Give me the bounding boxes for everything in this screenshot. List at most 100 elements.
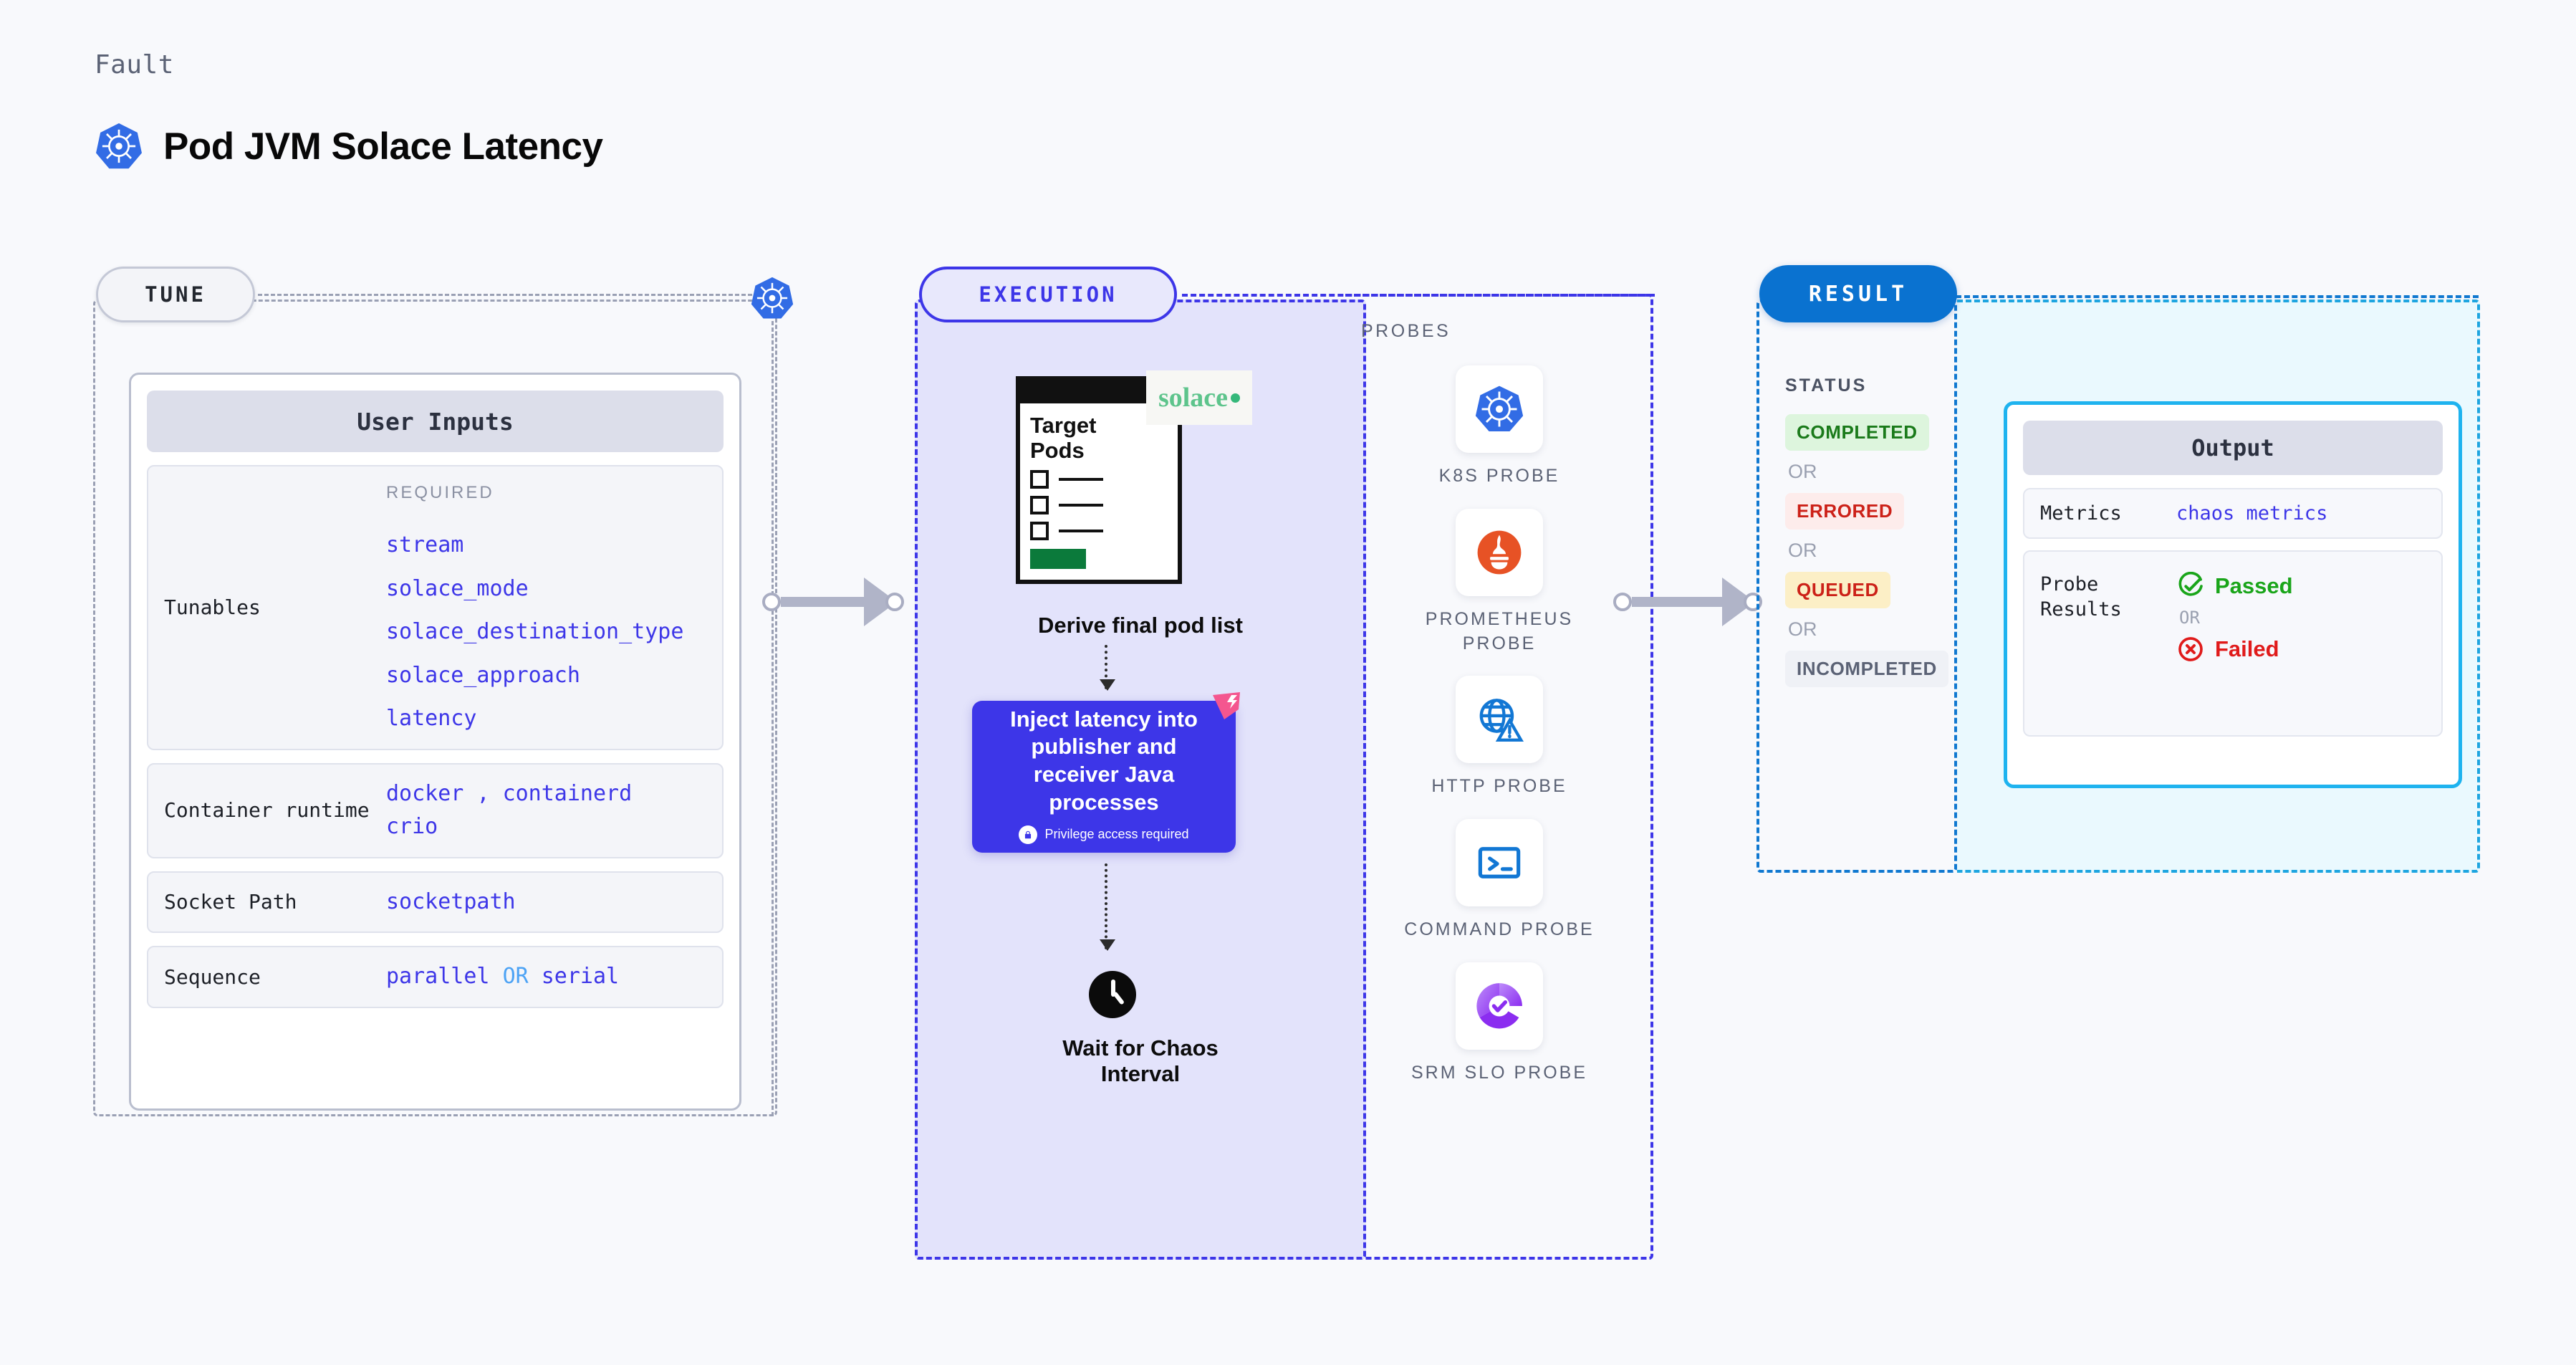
probe-item-prometheus[interactable]: PROMETHEUS PROBE [1392, 508, 1607, 656]
wait-chaos-caption: Wait for Chaos Interval [915, 1035, 1366, 1087]
probes-title: PROBES [1361, 321, 1451, 341]
list-item [1030, 470, 1178, 489]
tune-panel [93, 300, 777, 1116]
flow-arrow-icon [1100, 645, 1115, 691]
failed-label: Failed [2215, 636, 2279, 662]
status-or: OR [1788, 618, 1817, 640]
status-badge: COMPLETED [1785, 414, 1929, 451]
inject-latency-step: Inject latency into publisher and receiv… [972, 692, 1240, 853]
row-label: Container runtime [164, 798, 370, 823]
table-row: Socket Path socketpath [147, 871, 724, 934]
page-title: Pod JVM Solace Latency [163, 125, 603, 168]
execution-pill-label: EXECUTION [919, 267, 1177, 322]
status-title: STATUS [1785, 375, 1868, 396]
probe-label: K8S PROBE [1438, 466, 1560, 486]
kubernetes-icon [95, 122, 143, 171]
inject-latency-text: Inject latency into publisher and receiv… [1010, 706, 1198, 815]
row-label: Socket Path [164, 890, 297, 914]
sequence-serial[interactable]: serial [541, 964, 620, 990]
privilege-note: Privilege access required [1019, 825, 1189, 844]
target-pods-illustration: Target Pods solace [1016, 370, 1259, 613]
line-placeholder [1059, 504, 1103, 507]
tune-connector-vertical [772, 321, 774, 1116]
privilege-text: Privilege access required [1044, 827, 1189, 841]
probe-label: SRM SLO PROBE [1411, 1062, 1587, 1083]
pods-title-line1: Target [1030, 413, 1097, 438]
status-badge: INCOMPLETED [1785, 651, 1948, 687]
page-kicker: Fault [95, 50, 174, 80]
highlight-bar [1030, 549, 1086, 570]
probe-item-command[interactable]: COMMAND PROBE [1392, 819, 1607, 942]
runtime-crio[interactable]: crio [386, 814, 438, 840]
passed-label: Passed [2215, 573, 2293, 599]
runtime-docker[interactable]: docker [386, 780, 464, 806]
tune-pill-label: TUNE [96, 267, 255, 322]
ribbon-icon [1213, 692, 1240, 719]
tunable-stream[interactable]: stream [386, 532, 464, 558]
metrics-value[interactable]: chaos metrics [2176, 502, 2328, 525]
solace-logo: solace [1146, 370, 1252, 425]
http-globe-warning-icon [1456, 676, 1543, 764]
probe-label: PROMETHEUS PROBE [1425, 608, 1574, 653]
row-label: Sequence [164, 964, 261, 989]
user-inputs-card: User Inputs Tunables REQUIRED stream sol… [129, 373, 741, 1111]
result-connector-line [1956, 295, 2479, 298]
status-list: COMPLETED OR ERRORED OR QUEUED OR INCOMP… [1785, 414, 1957, 687]
runtime-containerd[interactable]: containerd [502, 780, 633, 806]
probe-item-srm-slo[interactable]: SRM SLO PROBE [1392, 962, 1607, 1086]
tunable-solace-approach[interactable]: solace_approach [386, 662, 580, 688]
connector-bar [1632, 597, 1724, 607]
status-badge: ERRORED [1785, 493, 1905, 530]
socket-path-value[interactable]: socketpath [386, 889, 516, 914]
check-circle-icon [2178, 572, 2203, 596]
status-badge: QUEUED [1785, 572, 1890, 608]
checkbox-icon [1030, 496, 1049, 515]
row-values: REQUIRED stream solace_mode solace_desti… [386, 479, 683, 736]
tunable-solace-mode[interactable]: solace_mode [386, 575, 529, 601]
user-inputs-rows: Tunables REQUIRED stream solace_mode sol… [147, 465, 724, 1008]
required-label: REQUIRED [386, 483, 494, 502]
row-values: socketpath [386, 886, 516, 919]
output-card-title: Output [2023, 421, 2443, 475]
value-separator: , [476, 780, 490, 806]
sequence-parallel[interactable]: parallel [386, 964, 490, 990]
tunable-latency[interactable]: latency [386, 706, 477, 732]
execution-connector-line [1182, 294, 1655, 297]
line-placeholder [1059, 478, 1103, 482]
probe-result-failed: Failed [2176, 635, 2293, 664]
probe-item-k8s[interactable]: K8S PROBE [1392, 365, 1607, 489]
x-circle-icon [2178, 637, 2203, 661]
table-row: Tunables REQUIRED stream solace_mode sol… [147, 465, 724, 750]
connector-dot-end [885, 593, 904, 611]
wait-caption-line1: Wait for Chaos [1062, 1035, 1219, 1060]
derive-pod-list-caption: Derive final pod list [1038, 613, 1243, 638]
probe-label: COMMAND PROBE [1404, 919, 1595, 939]
page-header: Pod JVM Solace Latency [95, 122, 603, 171]
prometheus-icon [1456, 508, 1543, 596]
value-joiner: OR [502, 964, 529, 990]
connector-tune-to-execution [762, 578, 920, 626]
checkbox-icon [1030, 522, 1049, 541]
table-row: Metrics chaos metrics [2023, 488, 2443, 540]
lock-icon [1019, 825, 1038, 844]
list-item [1030, 522, 1178, 541]
table-row: Sequence parallel OR serial [147, 946, 724, 1008]
clock-icon [1089, 971, 1136, 1018]
user-inputs-title: User Inputs [147, 391, 724, 452]
tunable-solace-destination-type[interactable]: solace_destination_type [386, 619, 684, 645]
probe-label: HTTP PROBE [1431, 776, 1567, 797]
row-values: docker , containerd crio [386, 777, 632, 844]
pods-title-line2: Pods [1030, 437, 1085, 463]
probe-result-or: OR [2179, 608, 2200, 628]
status-or: OR [1788, 540, 1817, 561]
terminal-icon [1456, 819, 1543, 906]
table-row: Container runtime docker , containerd cr… [147, 762, 724, 858]
connector-execution-to-result [1613, 578, 1778, 626]
metrics-label: Metrics [2040, 502, 2122, 525]
line-placeholder [1059, 530, 1103, 533]
connector-dot-start [762, 593, 781, 611]
probe-item-http[interactable]: HTTP PROBE [1392, 676, 1607, 799]
